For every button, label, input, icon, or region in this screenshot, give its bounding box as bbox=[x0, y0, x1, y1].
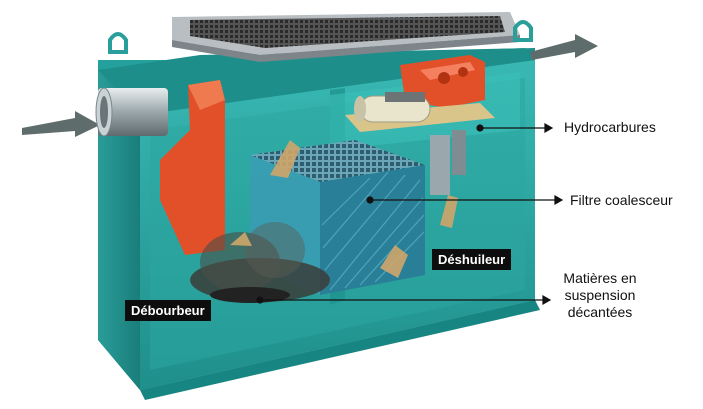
flow-arrow-icon bbox=[380, 245, 408, 278]
label-matieres: Matières en suspension décantées bbox=[555, 270, 645, 321]
flow-arrows bbox=[230, 140, 458, 278]
sediment bbox=[190, 222, 330, 303]
label-matieres-line2: suspension bbox=[564, 287, 636, 303]
tank-lid bbox=[172, 12, 520, 62]
right-handle bbox=[513, 20, 533, 42]
left-handle bbox=[108, 32, 128, 54]
flow-arrow-icon bbox=[440, 195, 458, 228]
outlet-standpipe bbox=[430, 135, 450, 195]
label-matieres-line1: Matières en bbox=[563, 270, 637, 286]
inlet-baffle bbox=[160, 80, 225, 255]
leader-lines bbox=[256, 122, 564, 306]
tag-debourbeur: Débourbeur bbox=[125, 300, 211, 321]
float-device bbox=[345, 92, 495, 132]
outlet-arrow-icon bbox=[530, 34, 598, 60]
label-hydrocarbures: Hydrocarbures bbox=[564, 119, 656, 135]
tag-deshuileur: Déshuileur bbox=[432, 249, 512, 270]
label-filtre-coalesceur: Filtre coalesceur bbox=[570, 192, 673, 208]
inlet-pipe bbox=[95, 87, 168, 137]
flow-arrow-icon bbox=[270, 140, 300, 178]
inlet-arrow-icon bbox=[22, 111, 100, 137]
flow-arrow-icon bbox=[230, 232, 252, 246]
label-matieres-line3: décantées bbox=[567, 304, 633, 320]
